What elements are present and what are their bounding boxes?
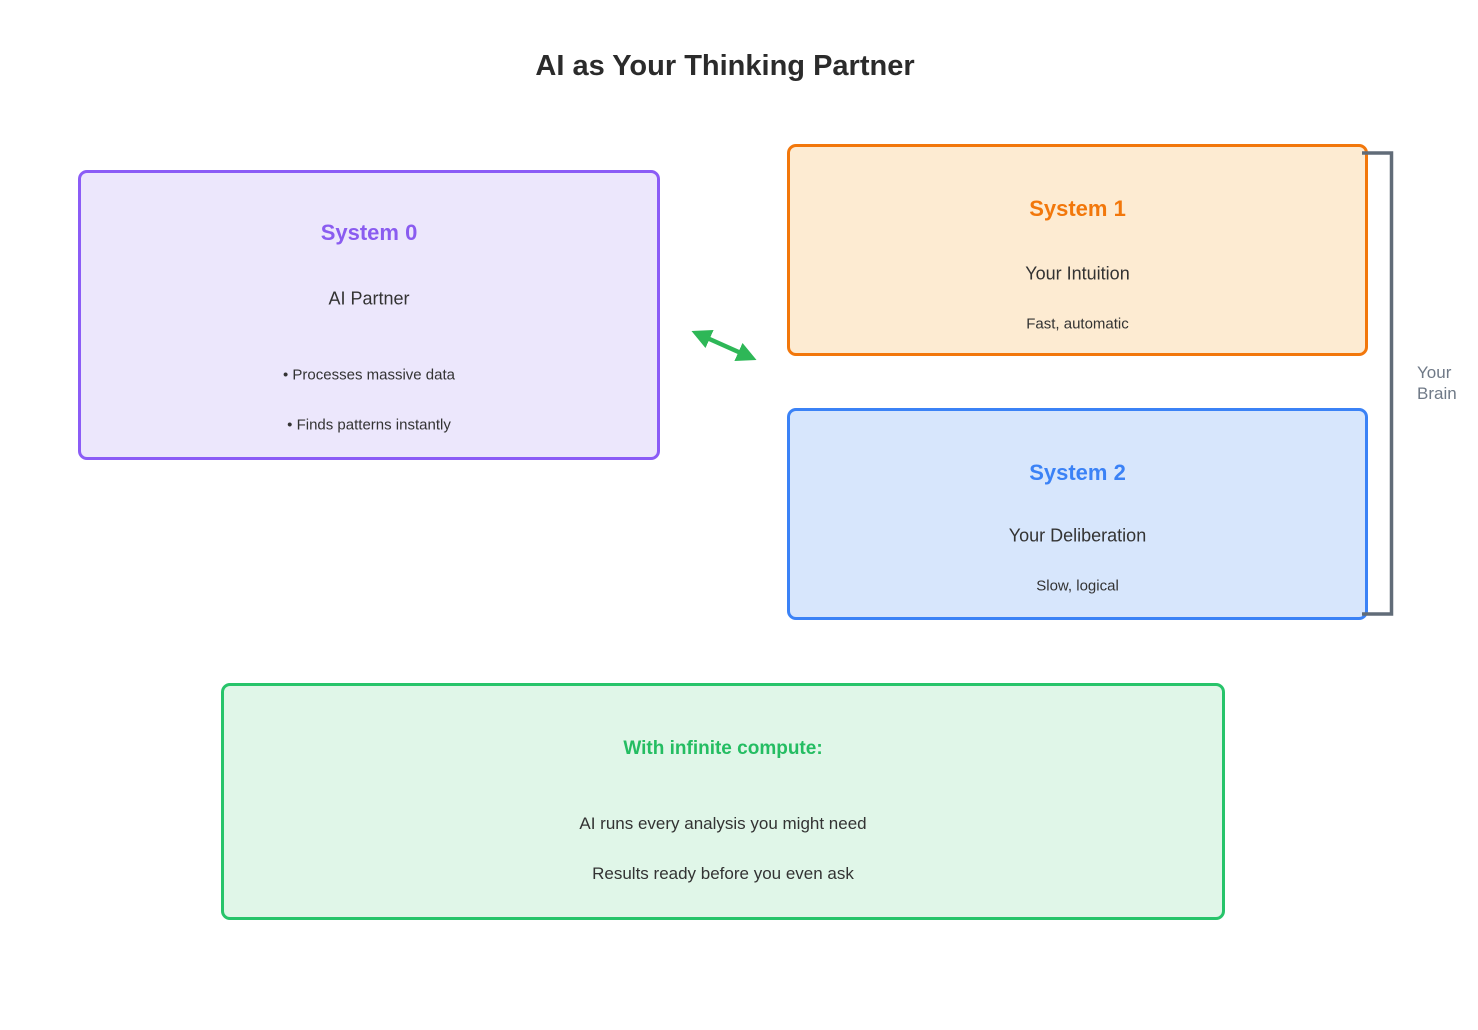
system0-title: System 0 [320, 220, 418, 245]
system1-box: System 1 Your Intuition Fast, automatic [787, 144, 1368, 356]
system2-title: System 2 [1029, 460, 1126, 485]
system2-caption: Slow, logical [1036, 577, 1119, 595]
infinite-compute-box: With infinite compute: AI runs every ana… [221, 683, 1225, 920]
system1-title: System 1 [1029, 196, 1126, 221]
system2-subtitle: Your Deliberation [1008, 525, 1147, 546]
compute-line-1: AI runs every analysis you might need [579, 814, 867, 833]
system1-caption: Fast, automatic [1026, 315, 1129, 333]
bidirectional-arrow-icon [691, 330, 757, 361]
page-title: AI as Your Thinking Partner [535, 50, 915, 82]
compute-line-2: Results ready before you even ask [592, 864, 854, 883]
system1-subtitle: Your Intuition [1025, 263, 1130, 284]
brain-label: Your Brain [1417, 363, 1457, 403]
system0-subtitle: AI Partner [328, 288, 410, 309]
system0-box: System 0 AI Partner • Processes massive … [78, 170, 660, 460]
system0-bullet-2: • Finds patterns instantly [287, 416, 451, 434]
compute-title: With infinite compute: [623, 738, 823, 759]
system0-bullet-1: • Processes massive data [283, 366, 455, 384]
system2-box: System 2 Your Deliberation Slow, logical [787, 408, 1368, 620]
